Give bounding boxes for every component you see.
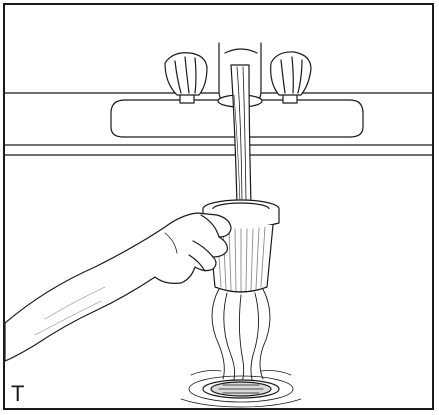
filter-mesh bbox=[216, 226, 266, 292]
hand-and-arm bbox=[5, 212, 232, 362]
left-handle bbox=[164, 52, 208, 104]
sink-drain bbox=[180, 370, 302, 408]
water-stream bbox=[230, 64, 252, 206]
water-drips bbox=[211, 288, 271, 386]
filter-rinse-illustration bbox=[5, 42, 432, 408]
right-handle bbox=[270, 51, 312, 104]
step-label: T bbox=[11, 381, 25, 406]
illustration-frame: T bbox=[3, 3, 434, 410]
